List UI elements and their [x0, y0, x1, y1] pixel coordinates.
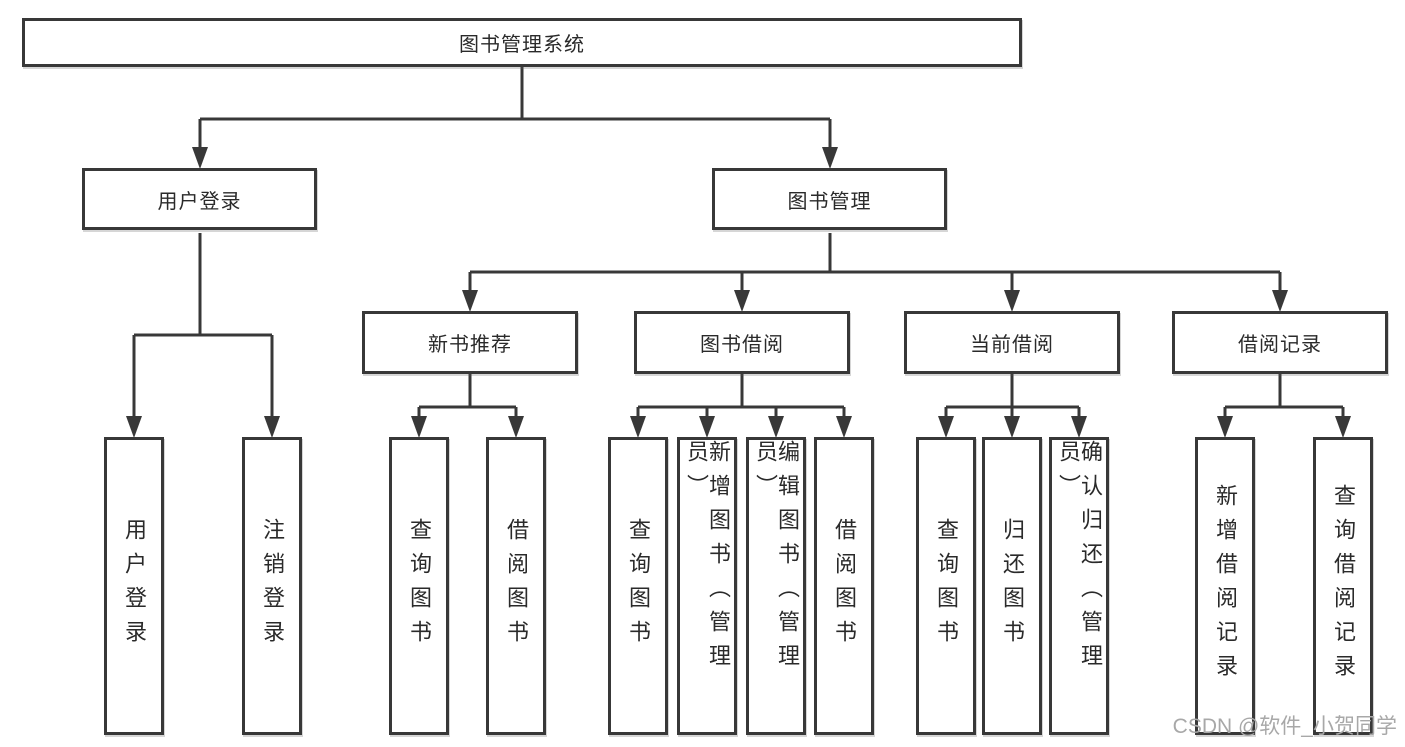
node-label: 图书管理系统 — [459, 34, 585, 56]
leaf-query-book-1: 查询图书 — [389, 437, 449, 735]
edge-root-to-level2 — [198, 67, 832, 150]
leaf-label: 新增图书（管理员） — [684, 440, 731, 678]
csdn-watermark: CSDN @软件_小贺同学 — [1172, 715, 1397, 738]
leaf-user-login: 用户登录 — [104, 437, 164, 735]
leaf-query-book-3: 查询图书 — [916, 437, 976, 735]
leaf-label: 用户登录 — [122, 518, 147, 654]
leaf-label: 注销登录 — [260, 518, 285, 654]
leaf-borrow-book-2: 借阅图书 — [814, 437, 874, 735]
node-label: 图书管理 — [787, 190, 872, 213]
edge-user-login-to-leaves — [132, 233, 274, 419]
leaf-label: 新增借阅记录 — [1213, 484, 1238, 688]
leaf-label: 确认归还（管理员） — [1056, 440, 1103, 678]
leaf-return-book: 归还图书 — [982, 437, 1042, 735]
leaf-label: 借阅图书 — [504, 518, 529, 654]
leaf-label: 归还图书 — [1000, 518, 1025, 654]
node-label: 借阅记录 — [1238, 334, 1322, 356]
node-book-borrow: 图书借阅 — [634, 311, 850, 374]
leaf-edit-book-admin: 编辑图书（管理员） — [746, 437, 806, 735]
node-book-management-branch: 图书管理 — [712, 168, 947, 230]
leaf-label: 编辑图书（管理员） — [753, 440, 800, 678]
leaf-label: 查询图书 — [934, 518, 959, 654]
edge-borrow-record-to-leaves — [1223, 374, 1345, 419]
node-user-login-branch: 用户登录 — [82, 168, 317, 230]
node-label: 当前借阅 — [970, 334, 1054, 356]
leaf-label: 查询图书 — [407, 518, 432, 654]
edge-current-borrow-to-leaves — [944, 374, 1081, 419]
edge-new-book-to-leaves — [417, 374, 518, 419]
node-borrow-record: 借阅记录 — [1172, 311, 1388, 374]
leaf-logout: 注销登录 — [242, 437, 302, 735]
node-current-borrow: 当前借阅 — [904, 311, 1120, 374]
leaf-add-borrow-record: 新增借阅记录 — [1195, 437, 1255, 735]
leaf-query-borrow-record: 查询借阅记录 — [1313, 437, 1373, 735]
leaf-confirm-return-admin: 确认归还（管理员） — [1049, 437, 1109, 735]
node-label: 新书推荐 — [428, 334, 512, 356]
node-new-book-recommend: 新书推荐 — [362, 311, 578, 374]
leaf-label: 借阅图书 — [832, 518, 857, 654]
node-label: 图书借阅 — [700, 334, 784, 356]
leaf-add-book-admin: 新增图书（管理员） — [677, 437, 737, 735]
leaf-query-book-2: 查询图书 — [608, 437, 668, 735]
node-label: 用户登录 — [157, 190, 242, 213]
leaf-label: 查询图书 — [626, 518, 651, 654]
node-root-library-system: 图书管理系统 — [22, 18, 1022, 67]
edge-book-borrow-to-leaves — [636, 374, 846, 419]
leaf-borrow-book-1: 借阅图书 — [486, 437, 546, 735]
edge-book-mgmt-to-level3 — [468, 233, 1282, 293]
leaf-label: 查询借阅记录 — [1331, 484, 1356, 688]
